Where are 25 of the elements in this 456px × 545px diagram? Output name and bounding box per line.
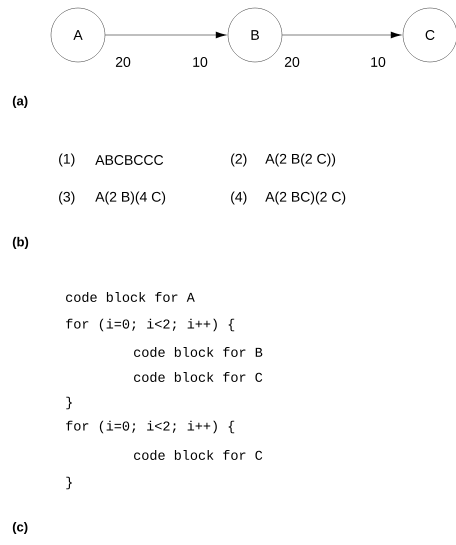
item-number: (1) — [59, 153, 74, 167]
item-number: (2) — [231, 153, 246, 167]
arrow — [282, 32, 402, 38]
code-line: code block for B — [134, 347, 262, 357]
rate-label: 20 — [284, 57, 300, 67]
rate-label: 10 — [193, 57, 208, 67]
panel-label: (a) — [12, 96, 28, 108]
schedule-expression: A(2 B(2 C)) — [265, 153, 336, 167]
code-line: } — [66, 396, 72, 410]
rate-label: 10 — [371, 57, 386, 67]
code-line: code block for C — [134, 450, 262, 460]
arrow — [104, 32, 227, 38]
schedule-expression: A(2 B)(4 C) — [95, 191, 166, 205]
item-number: (4) — [231, 191, 246, 205]
panel-label: (c) — [12, 522, 28, 534]
rate-label: 20 — [116, 57, 130, 67]
panel-label: (b) — [12, 236, 28, 250]
schedule-expression: A(2 BC)(2 C) — [265, 191, 346, 205]
code-line: code block for A — [66, 292, 195, 302]
item-number: (3) — [59, 191, 74, 205]
code-line: } — [66, 476, 72, 490]
code-line: for (i=0; i<2; i++) { — [66, 420, 234, 434]
code-line: for (i=0; i<2; i++) { — [66, 318, 234, 332]
code-line: code block for C — [134, 372, 262, 382]
schedule-expression: ABCBCCC — [95, 155, 164, 165]
